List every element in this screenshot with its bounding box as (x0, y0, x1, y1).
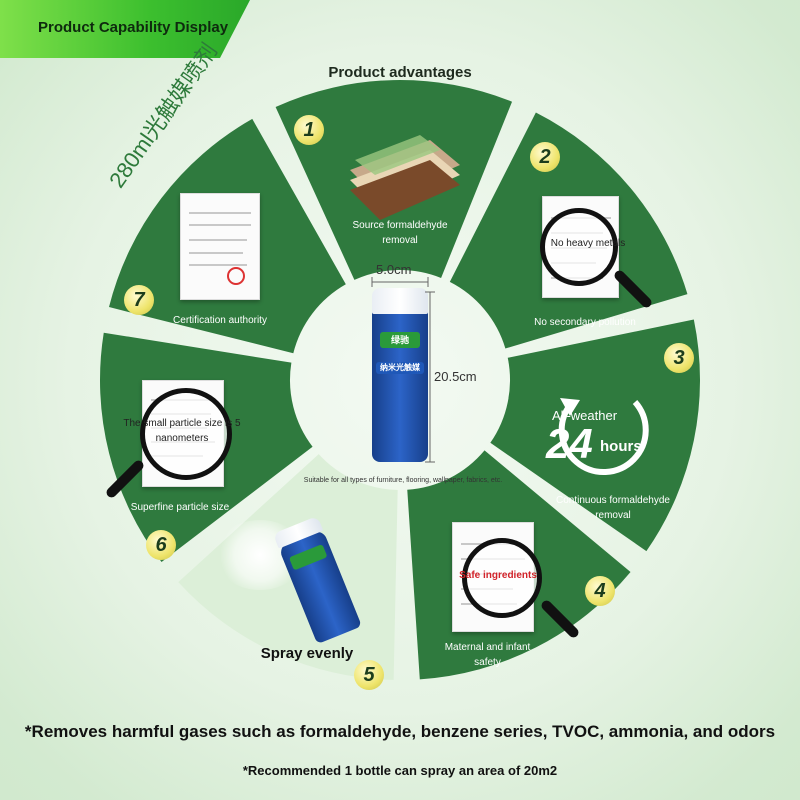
segment-1-label: Source formaldehyde removal (352, 220, 448, 246)
hours-number: 24 (546, 420, 593, 467)
product-can: 绿驰 纳米光触媒 (372, 288, 428, 462)
magnifier-icon (540, 208, 618, 286)
segment-7-label: Certification authority (173, 315, 267, 326)
height-dimension: 20.5cm (434, 369, 477, 384)
badge-3: 3 (664, 343, 694, 373)
hours-label: hours (600, 438, 642, 455)
certificate-document (180, 193, 260, 300)
center-caption: Suitable for all types of furniture, flo… (303, 477, 503, 484)
magnifier-icon (140, 388, 232, 480)
magnifier-text-2: No heavy metals (550, 238, 626, 249)
footer-note-1: *Removes harmful gases such as formaldeh… (24, 722, 776, 741)
can-name: 纳米光触媒 (376, 362, 424, 374)
badge-6: 6 (146, 530, 176, 560)
segment-2-label: No secondary pollution (534, 317, 636, 328)
formaldehyde-illustration (350, 135, 460, 220)
magnifier-text-4: Safe ingredients (459, 570, 537, 581)
width-dimension: 5.0cm (376, 262, 412, 277)
badge-4: 4 (585, 576, 615, 606)
badge-2: 2 (530, 142, 560, 172)
dimension-lines (371, 277, 435, 463)
segment-6-label: Superfine particle size (130, 502, 230, 513)
badge-7: 7 (124, 285, 154, 315)
badge-1: 1 (294, 115, 324, 145)
all-weather-label: All-weather (552, 408, 618, 423)
footer-note-2: *Recommended 1 bottle can spray an area … (242, 763, 558, 778)
segment-4-label: Maternal and infant safety (444, 642, 531, 668)
badge-5: 5 (354, 660, 384, 690)
product-advantages-heading: Product advantages (328, 64, 472, 81)
magnifier-text-6: The small particle size is 5 nanometers (123, 418, 241, 444)
clock-icon (558, 398, 649, 475)
wheel-segment-3 (490, 319, 700, 552)
can-brand: 绿驰 (380, 332, 420, 348)
segment-3-label: Continuous formaldehyde removal (556, 495, 670, 521)
title-banner: Product Capability Display (0, 0, 250, 58)
stamp-icon (227, 267, 245, 285)
banner-title: Product Capability Display (38, 19, 229, 36)
can-cap (372, 288, 428, 314)
segment-5-label: Spray evenly (260, 645, 354, 662)
magnifier-icon (462, 538, 542, 618)
